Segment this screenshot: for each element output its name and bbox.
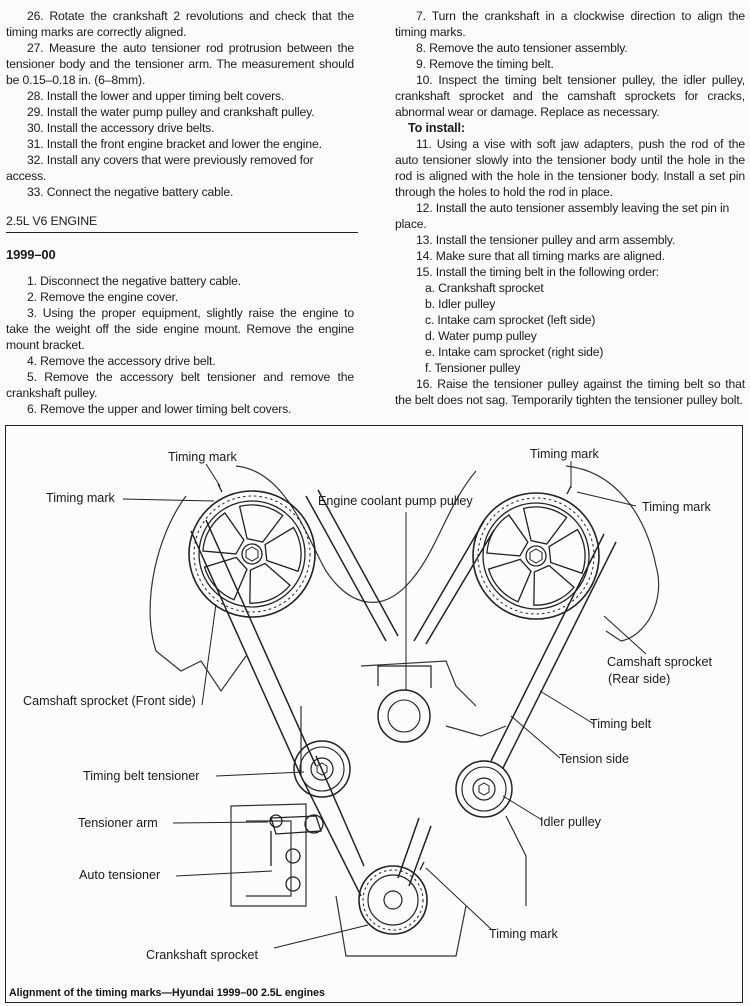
- belt-order-b: b. Idler pulley: [425, 297, 496, 311]
- label-tension-side: Tension side: [559, 752, 629, 766]
- step-5: 5. Remove the accessory belt tensioner a…: [6, 370, 354, 400]
- label-timing-mark-top-right: Timing mark: [530, 447, 600, 461]
- belt-order-d: d. Water pump pulley: [425, 329, 537, 343]
- timing-mark-ticks: [217, 483, 572, 871]
- step-10: 10. Inspect the timing belt tensioner pu…: [395, 73, 745, 119]
- timing-belt-diagram: Timing mark Timing mark Engine coolant p…: [23, 447, 712, 962]
- idler-pulley: [455, 760, 513, 818]
- step-1: 1. Disconnect the negative battery cable…: [27, 274, 242, 288]
- section-title: 2.5L V6 ENGINE: [6, 213, 358, 233]
- step-11: 11. Using a vise with soft jaw adapters,…: [395, 137, 745, 199]
- step-12: 12. Install the auto tensioner assembly …: [395, 201, 730, 231]
- timing-belt-figure: Timing mark Timing mark Engine coolant p…: [5, 425, 743, 1003]
- install-heading: To install:: [408, 121, 465, 135]
- step-8: 8. Remove the auto tensioner assembly.: [416, 41, 628, 55]
- step-7: 7. Turn the crankshaft in a clockwise di…: [395, 9, 745, 39]
- tensioner-arm: [269, 814, 324, 835]
- label-timing-mark-right: Timing mark: [642, 500, 712, 514]
- step-14: 14. Make sure that all timing marks are …: [416, 249, 665, 263]
- belt-order-a: a. Crankshaft sprocket: [425, 281, 544, 295]
- belt-order-f: f. Tensioner pulley: [425, 361, 521, 375]
- label-idler-pulley: Idler pulley: [540, 815, 602, 829]
- crankshaft-sprocket: [358, 865, 428, 935]
- coolant-pump-pulley: [377, 665, 432, 743]
- figure-caption: Alignment of the timing marks—Hyundai 19…: [9, 987, 325, 999]
- label-timing-belt-tensioner: Timing belt tensioner: [83, 769, 199, 783]
- label-timing-belt: Timing belt: [590, 717, 652, 731]
- step-29: 29. Install the water pump pulley and cr…: [27, 105, 315, 119]
- label-coolant-pump-pulley: Engine coolant pump pulley: [318, 494, 473, 508]
- step-27: 27. Measure the auto tensioner rod protr…: [6, 41, 354, 87]
- label-camshaft-sprocket-rear-side: (Rear side): [608, 672, 670, 686]
- label-auto-tensioner: Auto tensioner: [79, 868, 160, 882]
- label-timing-mark-bottom: Timing mark: [489, 927, 559, 941]
- step-13: 13. Install the tensioner pulley and arm…: [416, 233, 676, 247]
- belt-order-e: e. Intake cam sprocket (right side): [425, 345, 604, 359]
- step-30: 30. Install the accessory drive belts.: [27, 121, 215, 135]
- label-timing-mark-top-left: Timing mark: [168, 450, 238, 464]
- step-9: 9. Remove the timing belt.: [416, 57, 554, 71]
- step-2: 2. Remove the engine cover.: [27, 290, 179, 304]
- step-16: 16. Raise the tensioner pulley against t…: [395, 377, 745, 407]
- step-6: 6. Remove the upper and lower timing bel…: [27, 402, 292, 416]
- step-15: 15. Install the timing belt in the follo…: [416, 265, 660, 279]
- auto-tensioner: [270, 831, 301, 892]
- step-3: 3. Using the proper equipment, slightly …: [6, 306, 354, 352]
- right-column: 7. Turn the crankshaft in a clockwise di…: [395, 8, 745, 408]
- camshaft-sprocket-front: [188, 490, 316, 618]
- label-timing-mark-left: Timing mark: [46, 491, 116, 505]
- label-camshaft-sprocket-front: Camshaft sprocket (Front side): [23, 694, 196, 708]
- subsection-title: 1999–00: [6, 247, 56, 262]
- step-26: 26. Rotate the crankshaft 2 revolutions …: [6, 9, 354, 39]
- camshaft-sprocket-rear: [472, 492, 600, 620]
- label-tensioner-arm: Tensioner arm: [78, 816, 158, 830]
- step-33: 33. Connect the negative battery cable.: [27, 185, 234, 199]
- step-31: 31. Install the front engine bracket and…: [27, 137, 322, 151]
- label-camshaft-sprocket-rear: Camshaft sprocket: [607, 655, 712, 669]
- step-32: 32. Install any covers that were previou…: [6, 153, 314, 183]
- belt-order-c: c. Intake cam sprocket (left side): [425, 313, 596, 327]
- label-crankshaft-sprocket: Crankshaft sprocket: [146, 948, 258, 962]
- leader-lines: [122, 461, 647, 949]
- left-column: 26. Rotate the crankshaft 2 revolutions …: [6, 8, 358, 417]
- timing-belt: [190, 489, 617, 897]
- step-28: 28. Install the lower and upper timing b…: [27, 89, 285, 103]
- step-4: 4. Remove the accessory drive belt.: [27, 354, 216, 368]
